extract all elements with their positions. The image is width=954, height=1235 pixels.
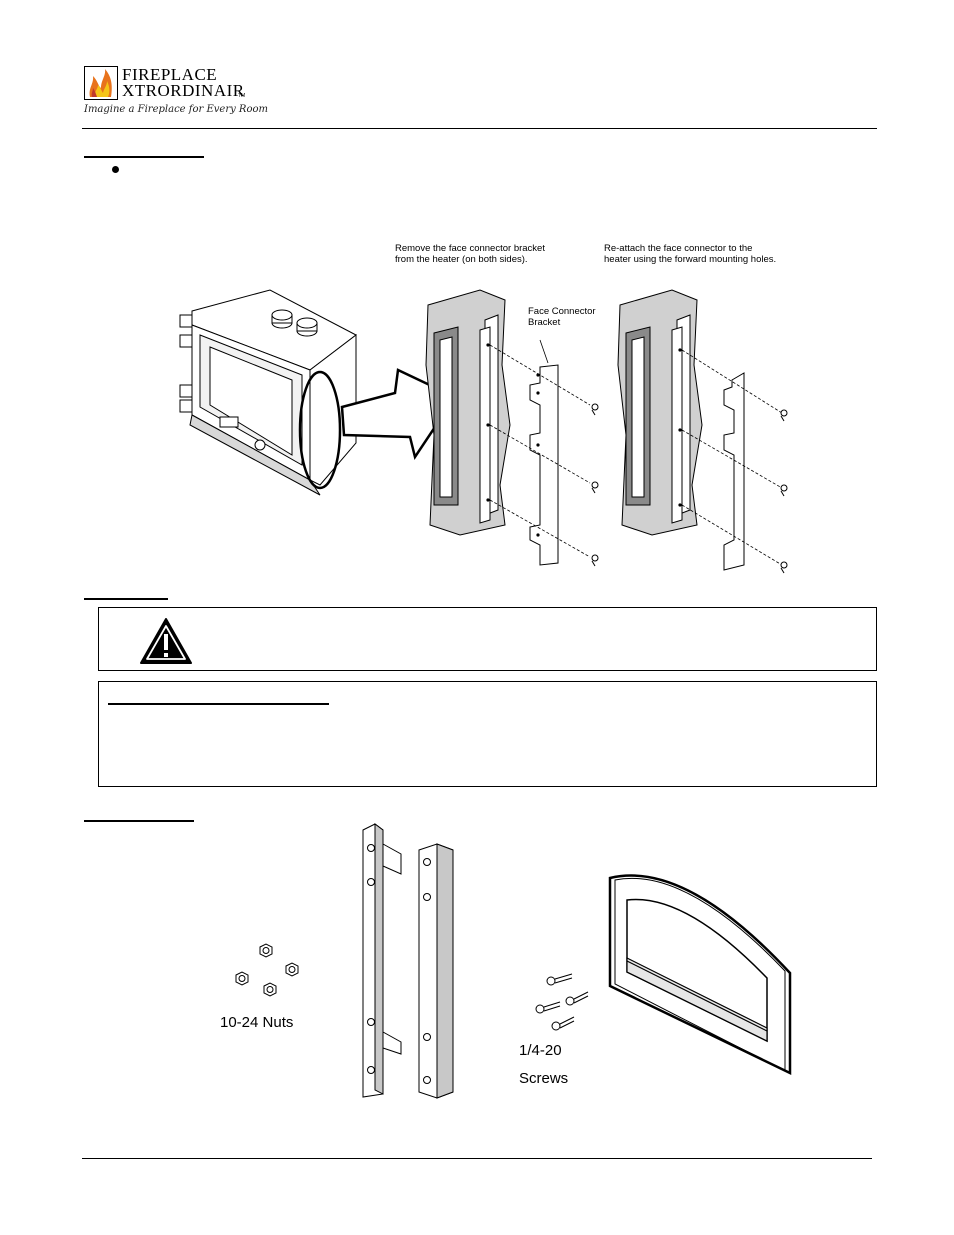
warning-triangle-icon xyxy=(140,618,192,664)
section-heading-underline-3 xyxy=(84,820,194,822)
bullet-point xyxy=(112,166,119,173)
fireplace-unit-illustration xyxy=(179,289,357,496)
mounting-brackets-illustration xyxy=(362,823,454,1099)
warning-box xyxy=(98,607,877,671)
brand-tagline: Imagine a Fireplace for Every Room xyxy=(84,104,268,115)
trademark-mark: TM xyxy=(238,93,246,99)
caption-reattach-bracket: Re-attach the face connector to the heat… xyxy=(604,243,777,265)
label-face-connector-bracket: Face Connector Bracket xyxy=(528,306,596,328)
screws-label: Screws xyxy=(519,1070,569,1087)
arched-door-illustration xyxy=(608,874,792,1075)
brand-line-1: FIREPLACE xyxy=(122,65,218,84)
nuts-illustration xyxy=(235,943,299,997)
company-logo: FIREPLACE XTRORDINAIR TM Imagine a Firep… xyxy=(84,66,294,118)
nuts-label: 10-24 Nuts xyxy=(220,1014,294,1031)
bracket-removal-illustration xyxy=(425,289,599,567)
header-rule xyxy=(82,128,877,129)
bracket-reattach-illustration xyxy=(617,289,788,574)
section-heading-underline-1 xyxy=(84,156,204,158)
screws-illustration xyxy=(535,973,589,1031)
flame-logo-icon xyxy=(84,66,118,100)
section-heading-underline-2 xyxy=(84,598,168,600)
footer-rule xyxy=(82,1158,872,1159)
notice-heading-underline xyxy=(108,703,329,705)
caption-remove-bracket: Remove the face connector bracket from t… xyxy=(395,243,545,265)
brand-line-2: XTRORDINAIR xyxy=(122,81,245,100)
notice-box xyxy=(98,681,877,787)
screws-size-label: 1/4-20 xyxy=(519,1042,562,1059)
